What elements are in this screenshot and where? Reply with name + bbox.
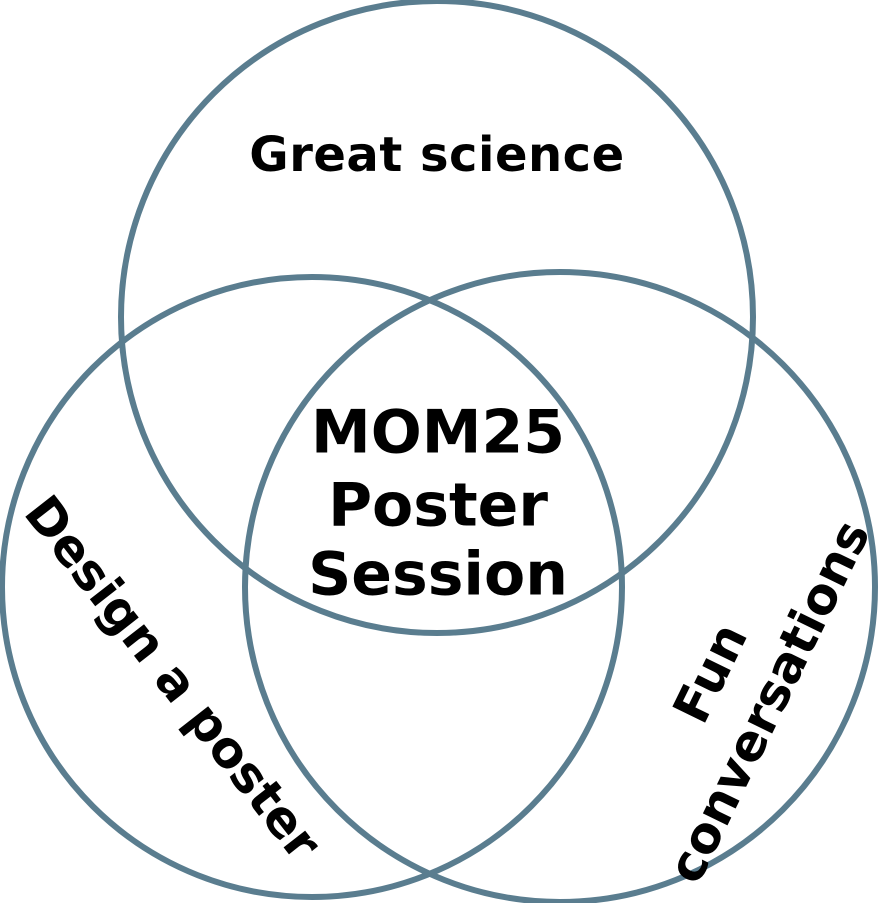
- center-line-2: Poster: [328, 471, 548, 541]
- label-great-science: Great science: [249, 127, 624, 183]
- circle-great-science: [118, 0, 756, 636]
- center-line-3: Session: [308, 540, 568, 610]
- label-fun-conversations: Fun conversations: [656, 511, 879, 891]
- center-line-1: MOM25: [311, 398, 565, 468]
- label-design-a-poster: Design a poster: [13, 485, 333, 871]
- circle-design-a-poster: [0, 274, 625, 900]
- circle-fun-conversations: [242, 269, 878, 903]
